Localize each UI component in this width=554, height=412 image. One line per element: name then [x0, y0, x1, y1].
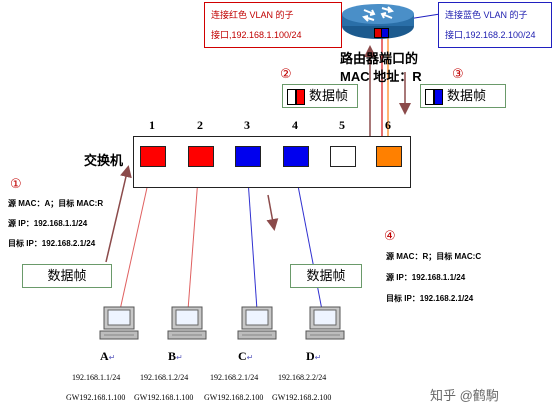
- marker-2: ②: [280, 66, 292, 81]
- computer-icon: [237, 306, 277, 340]
- router-mac-label-2: MAC 地址：R: [340, 69, 422, 84]
- switch-body: [133, 136, 411, 188]
- switch-port-4: [283, 146, 309, 167]
- port-number-2: 2: [197, 118, 203, 132]
- host-ip: 192.168.2.2/24: [278, 373, 327, 382]
- return-glyph: ↵: [176, 353, 183, 362]
- port-number-6: 6: [385, 118, 391, 132]
- data-frame-top-right: 数据帧: [420, 84, 506, 108]
- switch-port-1: [140, 146, 166, 167]
- router: [338, 2, 418, 42]
- switch-label: 交换机: [84, 153, 124, 168]
- data-frame-top-left: 数据帧: [282, 84, 358, 108]
- port-number-5: 5: [339, 118, 345, 132]
- frame-tag-red: [296, 88, 305, 105]
- return-glyph: ↵: [246, 353, 254, 362]
- host-name-a: A↵: [100, 349, 116, 363]
- callout-red-line1: 连接红色 VLAN 的子: [211, 10, 294, 20]
- callout-red-vlan: 连接红色 VLAN 的子 接口,192.168.1.100/24: [204, 2, 342, 48]
- callout-blue-line1: 连接蓝色 VLAN 的子: [445, 10, 528, 20]
- marker-3: ③: [452, 66, 464, 81]
- port-number-3: 3: [244, 118, 250, 132]
- host-gateway: GW192.168.2.100: [272, 393, 332, 402]
- info-right-src-ip: 源 IP：192.168.1.1/24: [386, 273, 466, 282]
- data-frame-top-right-label: 数据帧: [447, 88, 487, 103]
- marker-1: ①: [10, 176, 22, 191]
- callout-red-line2: 接口,192.168.1.100/24: [211, 30, 302, 40]
- frame-header-blank: [287, 88, 296, 105]
- switch-port-2: [188, 146, 214, 167]
- host-name-b: B↵: [168, 349, 183, 363]
- return-glyph: ↵: [108, 353, 116, 362]
- wire-host-a: [119, 164, 153, 311]
- host-gateway: GW192.168.2.100: [204, 393, 264, 402]
- switch-port-6: [376, 146, 402, 167]
- computer-icon: [305, 306, 345, 340]
- wire-host-b: [187, 164, 200, 311]
- host-ip: 192.168.1.2/24: [140, 373, 189, 382]
- router-icon: [342, 4, 414, 39]
- info-left-dst-ip: 目标 IP：192.168.2.1/24: [8, 239, 96, 248]
- port-number-1: 1: [149, 118, 155, 132]
- watermark: 知乎 @鹤駒: [430, 388, 499, 403]
- marker-4: ④: [384, 228, 396, 243]
- router-mac-label-1: 路由器端口的: [340, 51, 419, 66]
- computer-icon: [99, 306, 139, 340]
- arrow-host-a-up: [105, 165, 132, 263]
- port-number-4: 4: [292, 118, 298, 132]
- info-left-mac: 源 MAC：A；目标 MAC:R: [8, 199, 104, 208]
- data-frame-left: 数据帧: [22, 264, 112, 288]
- info-right-dst-ip: 目标 IP：192.168.2.1/24: [386, 294, 474, 303]
- router-subif-blue: [381, 28, 389, 38]
- host-ip: 192.168.2.1/24: [210, 373, 259, 382]
- info-right-mac: 源 MAC：R；目标 MAC:C: [386, 252, 482, 261]
- wire-host-c: [246, 164, 258, 311]
- arrow-to-host-c: [266, 194, 279, 231]
- info-left-src-ip: 源 IP：192.168.1.1/24: [8, 219, 88, 228]
- return-glyph: ↵: [314, 353, 322, 362]
- callout-blue-vlan: 连接蓝色 VLAN 的子 接口,192.168.2.100/24: [438, 2, 552, 48]
- switch-port-3: [235, 146, 261, 167]
- data-frame-right: 数据帧: [290, 264, 362, 288]
- frame-header-blank: [425, 88, 434, 105]
- frame-tag-blue: [434, 88, 443, 105]
- data-frame-top-left-label: 数据帧: [309, 88, 349, 103]
- host-gateway: GW192.168.1.100: [134, 393, 194, 402]
- switch-port-5: [330, 146, 356, 167]
- host-name-c: C↵: [238, 349, 254, 363]
- computer-icon: [167, 306, 207, 340]
- host-gateway: GW192.168.1.100: [66, 393, 126, 402]
- host-name-d: D↵: [306, 349, 322, 363]
- callout-blue-line2: 接口,192.168.2.100/24: [445, 30, 536, 40]
- host-ip: 192.168.1.1/24: [72, 373, 121, 382]
